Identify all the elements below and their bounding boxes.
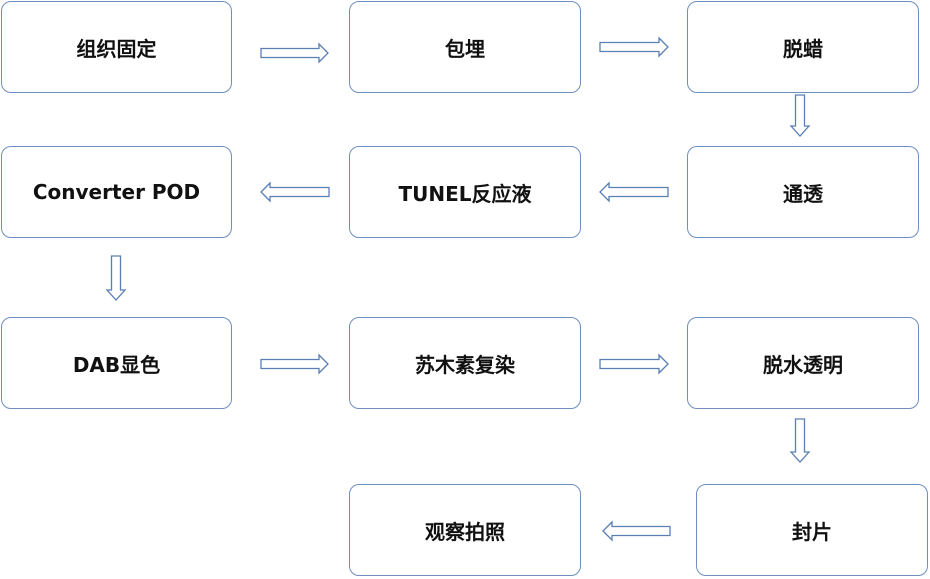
arrow-right-icon [260, 42, 329, 64]
arrow-right-icon [599, 353, 669, 375]
step-box-tissue-fixation: 组织固定 [1, 1, 232, 93]
arrow-down-icon [789, 418, 811, 463]
step-box-dab-staining: DAB显色 [1, 317, 232, 409]
step-label: 封片 [792, 519, 832, 544]
step-box-tunel-reaction: TUNEL反应液 [349, 146, 581, 238]
step-box-hematoxylin-counterstain: 苏木素复染 [349, 317, 581, 409]
step-label: 脱蜡 [783, 36, 823, 61]
step-box-embedding: 包埋 [349, 1, 581, 93]
step-label: 通透 [783, 181, 823, 206]
arrow-right-icon [260, 353, 329, 375]
step-label: 组织固定 [76, 36, 157, 61]
step-label: DAB显色 [72, 352, 161, 377]
step-box-permeabilization: 通透 [687, 146, 919, 238]
arrow-left-icon [602, 520, 671, 542]
step-label: Converter POD [32, 180, 201, 204]
step-box-dehydration-clearing: 脱水透明 [687, 317, 919, 409]
arrow-left-icon [599, 181, 669, 203]
step-box-converter-pod: Converter POD [1, 146, 232, 238]
step-label: 包埋 [445, 36, 485, 61]
step-label: 脱水透明 [763, 352, 843, 377]
arrow-down-icon [789, 94, 811, 137]
arrow-right-icon [599, 36, 669, 58]
step-label: 观察拍照 [425, 519, 505, 544]
step-box-dewaxing: 脱蜡 [687, 1, 919, 93]
arrow-down-icon [105, 255, 127, 301]
arrow-left-icon [260, 181, 330, 203]
step-label: TUNEL反应液 [398, 181, 532, 206]
step-label: 苏木素复染 [415, 352, 515, 377]
step-box-mounting: 封片 [696, 484, 928, 576]
step-box-observation-imaging: 观察拍照 [349, 484, 581, 576]
